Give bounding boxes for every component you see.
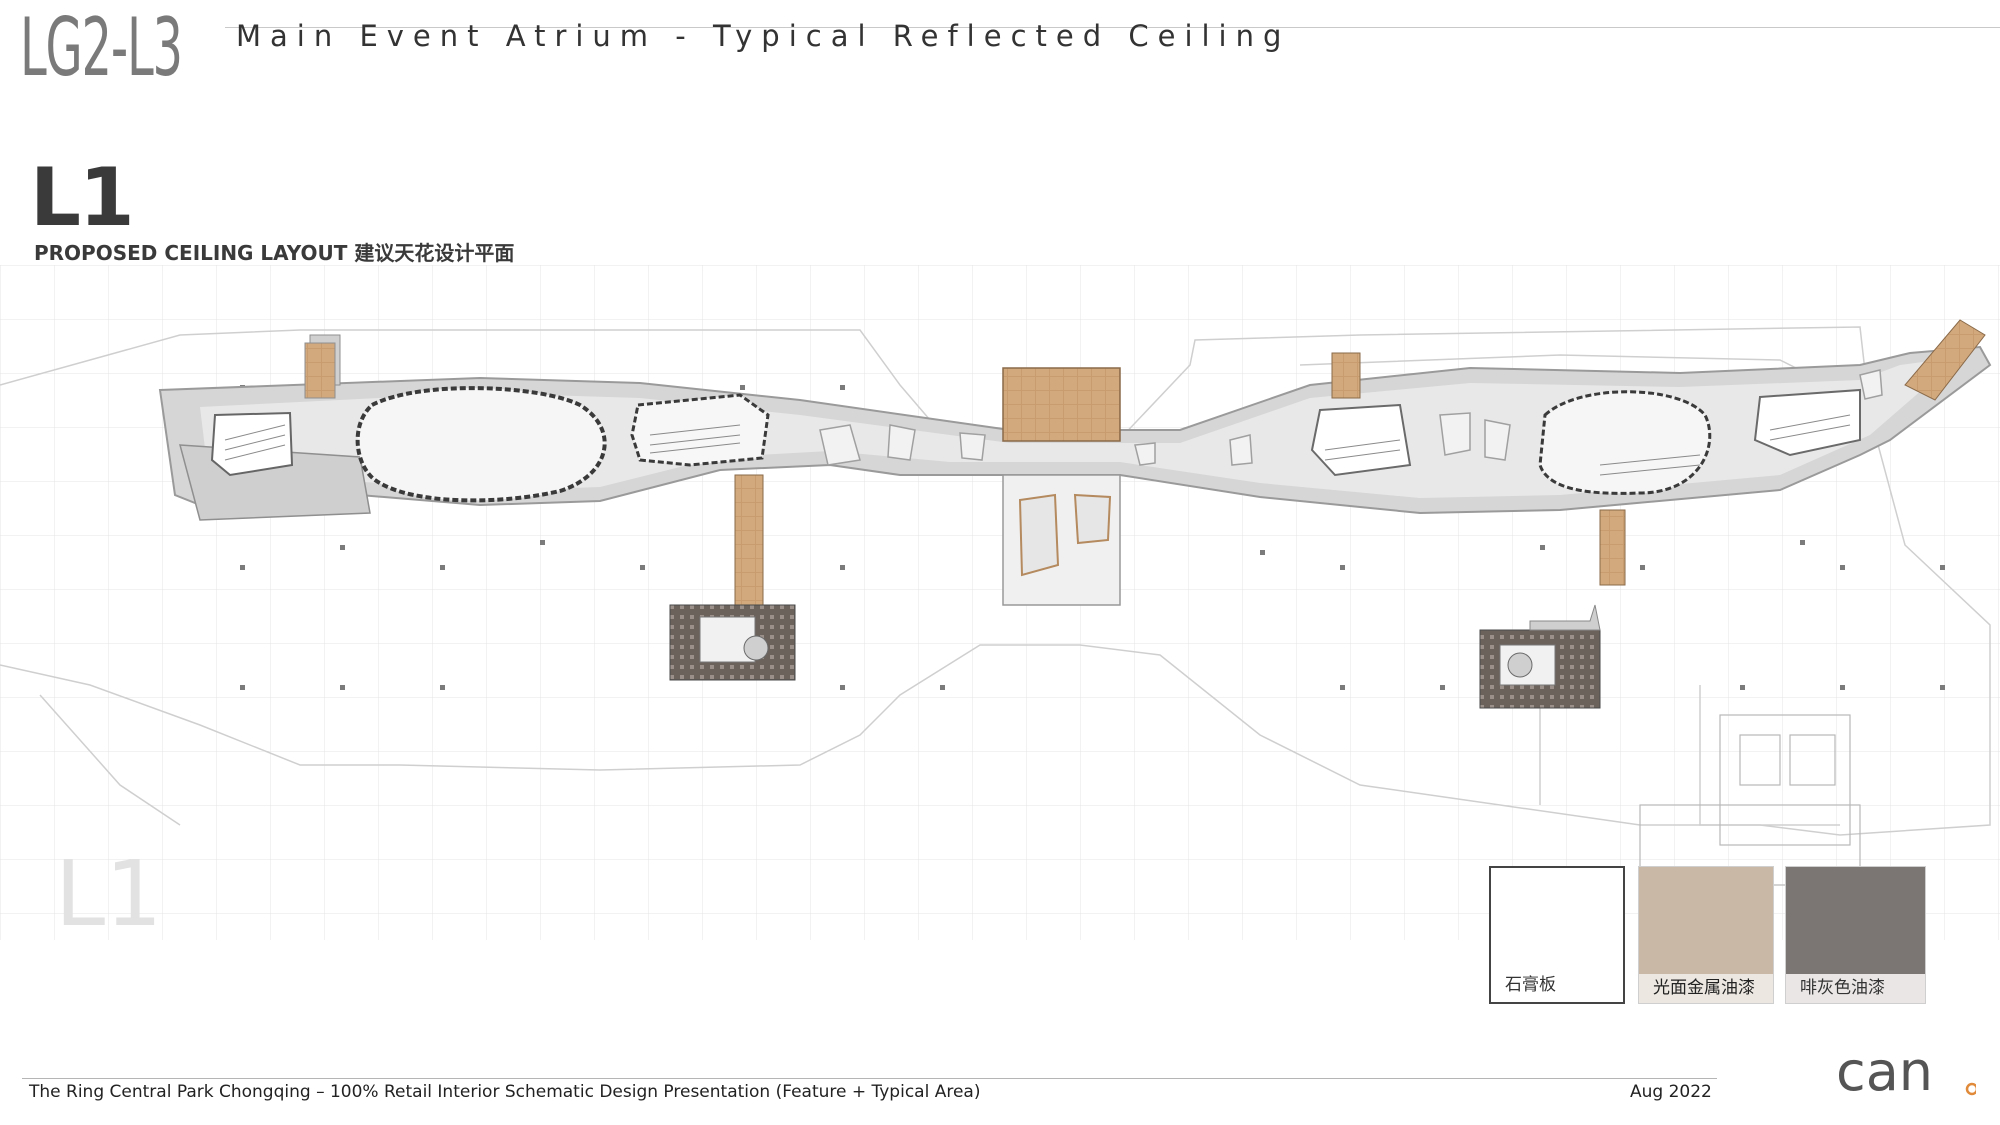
level-watermark: L1 — [55, 842, 162, 940]
toilet-corridor-right — [1529, 604, 1601, 631]
plan-subtitle: PROPOSED CEILING LAYOUT 建议天花设计平面 — [34, 241, 515, 265]
footer-date: Aug 2022 — [1630, 1082, 1712, 1102]
sheet-code: LG2-L3 — [20, 1, 183, 94]
escalator-lines — [224, 414, 1851, 476]
void-2-atrium — [355, 386, 607, 503]
level-label: L1 — [30, 151, 135, 244]
lift-lobby-timber-2 — [734, 474, 764, 606]
central-feature-left — [1018, 493, 1060, 577]
right-end-timber — [1904, 319, 1986, 401]
material-swatch-grey-paint: 啡灰色油漆 — [1785, 866, 1926, 1004]
void-5-atrium — [1538, 390, 1712, 495]
left-timber-panel — [304, 342, 336, 399]
void-3 — [630, 393, 770, 467]
top-rule — [225, 27, 2000, 28]
central-feature-right — [1073, 493, 1112, 545]
logo-text: can — [1836, 1042, 1933, 1102]
corridor-inner-ceiling — [200, 357, 1960, 498]
material-label-grey-paint: 啡灰色油漆 — [1786, 974, 1925, 1003]
drawing-grid — [0, 265, 2000, 940]
void-4 — [1310, 403, 1412, 477]
central-timber-ceiling — [1002, 367, 1121, 442]
sheet-title: Main Event Atrium - Typical Reflected Ce… — [236, 19, 1291, 53]
ceiling-plan-drawing: L1 — [0, 265, 2000, 940]
void-1 — [210, 411, 294, 477]
logo-dot — [1965, 1082, 1976, 1096]
footer-text: The Ring Central Park Chongqing – 100% R… — [29, 1082, 981, 1102]
right-annex — [1639, 714, 1861, 886]
material-swatch-metal-paint: 光面金属油漆 — [1638, 866, 1774, 1004]
lift-lobby-timber-3 — [1599, 509, 1626, 586]
ceiling-plan-svg: L1 — [0, 265, 2000, 940]
material-swatch-gypsum: 石膏板 — [1489, 866, 1625, 1004]
company-logo: can — [1836, 1042, 1976, 1102]
material-label-metal-paint: 光面金属油漆 — [1639, 974, 1773, 1003]
toilet-round-left — [743, 635, 769, 661]
toilet-round-right — [1507, 652, 1533, 678]
lift-lobby-timber-1 — [1331, 352, 1361, 399]
bottom-rule — [22, 1078, 1717, 1079]
material-label-gypsum: 石膏板 — [1505, 975, 1556, 995]
ceiling-feature-cutouts — [819, 369, 1883, 466]
